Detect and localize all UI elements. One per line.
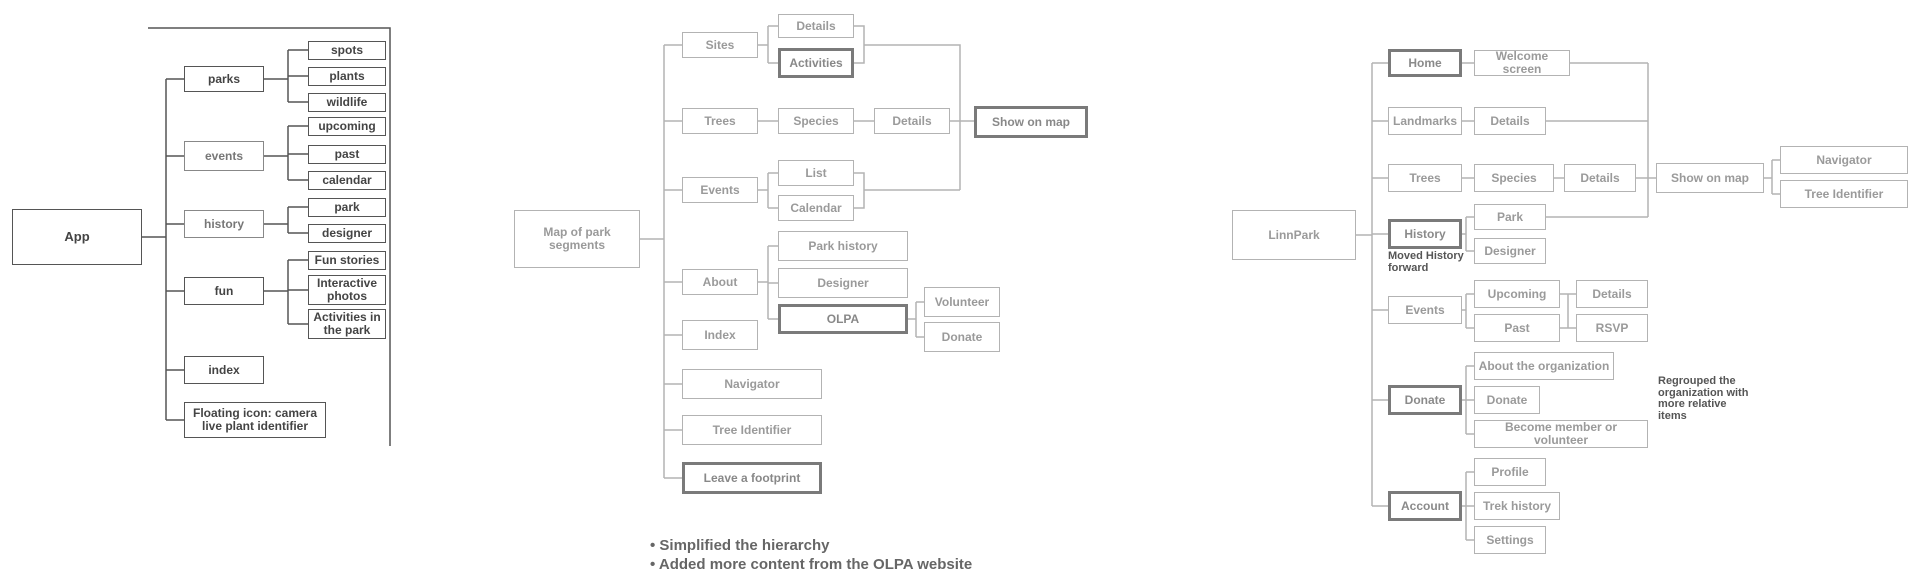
node-species: Species (778, 108, 854, 134)
node-events: Events (1388, 296, 1462, 324)
node-sites: Sites (682, 32, 758, 58)
node-floating-icon: Floating icon: camera live plant identif… (184, 402, 326, 438)
node-profile: Profile (1474, 458, 1546, 486)
node-designer: Designer (1474, 238, 1546, 264)
connector (854, 172, 865, 209)
node-event-details: Details (1576, 280, 1648, 308)
node-app: App (12, 209, 142, 265)
node-donate: Donate (1388, 385, 1462, 415)
summary-bullets: • Simplified the hierarchy • Added more … (650, 536, 972, 574)
node-become-member: Become member or volunteer (1474, 420, 1648, 448)
node-volunteer: Volunteer (924, 287, 1000, 317)
node-sites-details: Details (778, 14, 854, 38)
node-fun-stories: Fun stories (308, 251, 386, 270)
node-settings: Settings (1474, 526, 1546, 554)
node-calendar: calendar (308, 171, 386, 190)
node-events: Events (682, 177, 758, 203)
node-activities: Activities in the park (308, 309, 386, 339)
node-index: index (184, 356, 264, 384)
node-fun: fun (184, 277, 264, 305)
node-past: past (308, 145, 386, 164)
node-list: List (778, 160, 854, 186)
node-leave-a-footprint: Leave a footprint (682, 462, 822, 494)
node-past: Past (1474, 314, 1560, 342)
node-park: park (308, 198, 386, 217)
node-tree-details: Details (1564, 164, 1636, 192)
node-donate-item: Donate (1474, 386, 1540, 414)
node-linnpark: LinnPark (1232, 210, 1356, 260)
node-show-on-map: Show on map (1656, 163, 1764, 193)
node-park-history: Park history (778, 231, 908, 261)
node-show-on-map: Show on map (974, 106, 1088, 138)
connector (854, 25, 865, 64)
node-tree-identifier: Tree Identifier (1780, 180, 1908, 208)
node-parks: parks (184, 66, 264, 92)
node-spots: spots (308, 41, 386, 60)
node-trek-history: Trek history (1474, 492, 1560, 520)
node-plants: plants (308, 67, 386, 86)
node-landmarks: Landmarks (1388, 107, 1462, 135)
node-activities: Activities (778, 48, 854, 78)
node-donate: Donate (924, 322, 1000, 352)
node-designer: designer (308, 224, 386, 243)
node-park: Park (1474, 204, 1546, 230)
node-trees: Trees (682, 108, 758, 134)
node-landmark-details: Details (1474, 107, 1546, 135)
node-history: history (184, 210, 264, 238)
connector (148, 27, 391, 446)
node-account: Account (1388, 491, 1462, 521)
node-upcoming: Upcoming (1474, 280, 1560, 308)
node-tree-identifier: Tree Identifier (682, 415, 822, 445)
bullet-simplified: • Simplified the hierarchy (650, 537, 830, 554)
node-about: About (682, 269, 758, 295)
node-wildlife: wildlife (308, 93, 386, 112)
node-species: Species (1474, 164, 1554, 192)
node-index: Index (682, 320, 758, 350)
node-about-organization: About the organization (1474, 352, 1614, 380)
node-olpa: OLPA (778, 304, 908, 334)
node-upcoming: upcoming (308, 117, 386, 136)
node-trees: Trees (1388, 164, 1462, 192)
node-map-of-park-segments: Map of park segments (514, 210, 640, 268)
node-history: History (1388, 219, 1462, 249)
node-rsvp: RSVP (1576, 314, 1648, 342)
note-regrouped: Regrouped the organization with more rel… (1658, 375, 1749, 422)
bullet-added-content: • Added more content from the OLPA websi… (650, 556, 973, 573)
node-navigator: Navigator (682, 369, 822, 399)
node-welcome-screen: Welcome screen (1474, 50, 1570, 76)
node-designer: Designer (778, 268, 908, 298)
node-interactive-photos: Interactive photos (308, 275, 386, 305)
note-moved-history: Moved History forward (1388, 250, 1464, 274)
node-calendar: Calendar (778, 195, 854, 221)
node-navigator: Navigator (1780, 146, 1908, 174)
node-tree-details: Details (874, 108, 950, 134)
connector (864, 44, 961, 190)
node-events: events (184, 141, 264, 171)
node-home: Home (1388, 49, 1462, 77)
